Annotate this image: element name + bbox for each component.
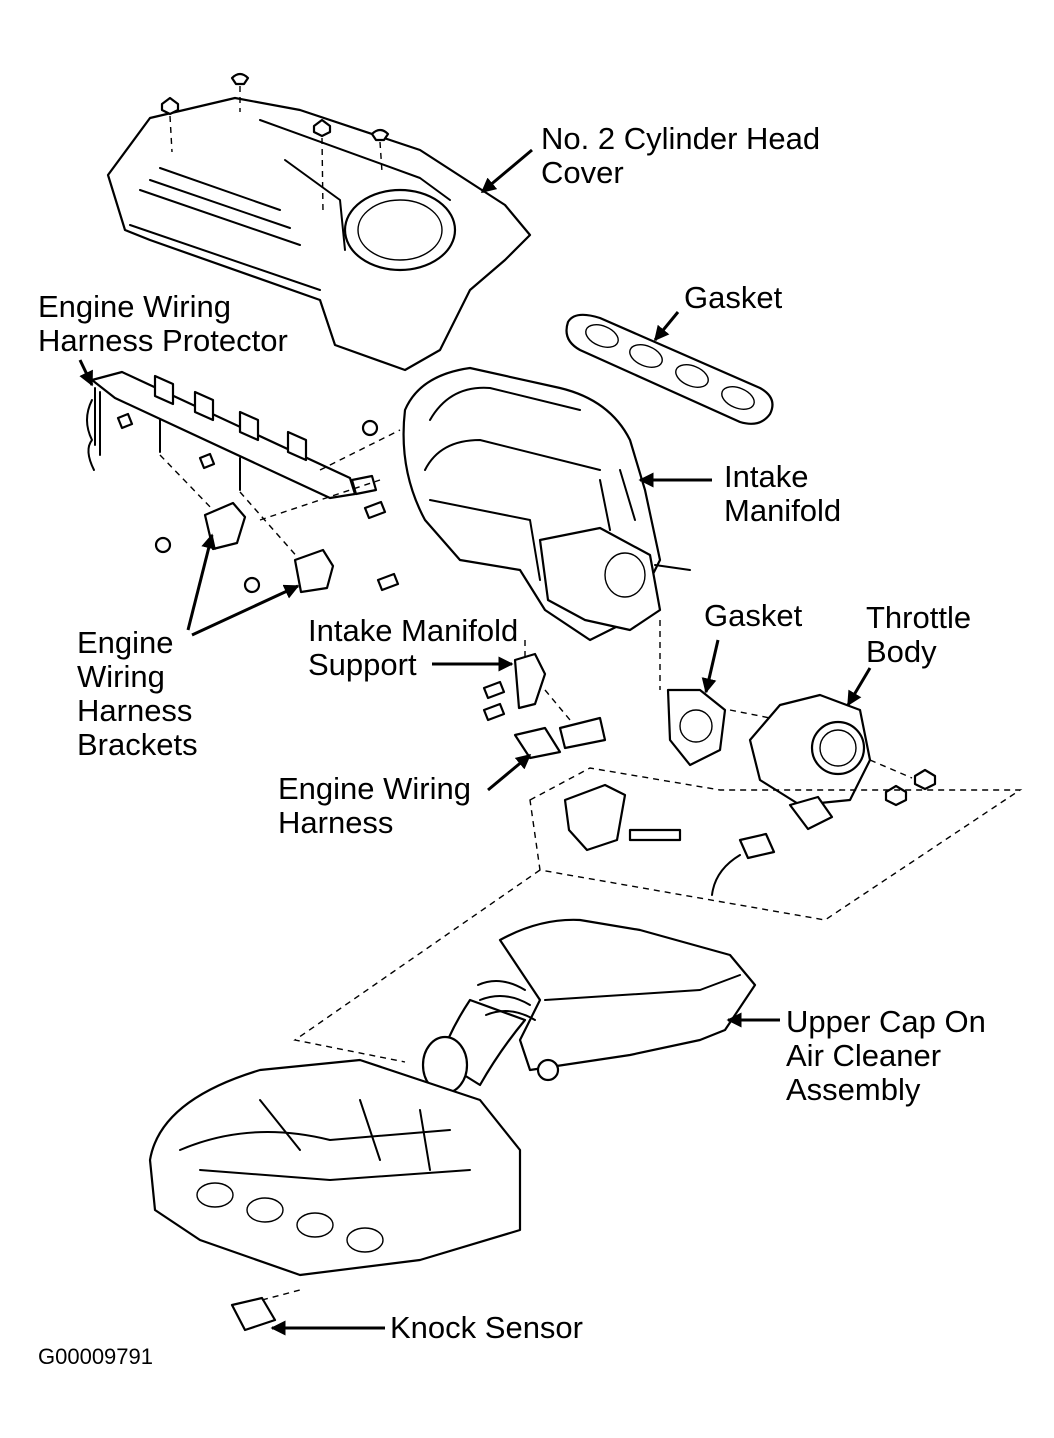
label-knock-sensor: Knock Sensor xyxy=(390,1310,583,1345)
throttle-body-drawing xyxy=(711,693,937,896)
cover-bolts xyxy=(160,72,390,213)
label-gasket-top: Gasket xyxy=(684,280,783,315)
intake-manifold-drawing xyxy=(402,366,691,690)
label-wiring-harness: Engine Wiring Harness xyxy=(278,771,471,840)
callout-arrows xyxy=(78,148,872,1336)
figure-code: G00009791 xyxy=(38,1344,153,1369)
manifold-support-drawing xyxy=(482,640,547,722)
intake-gasket-drawing xyxy=(565,313,774,425)
label-gasket-throttle: Gasket xyxy=(704,598,803,633)
label-intake-manifold: Intake Manifold xyxy=(724,459,842,528)
label-throttle-body: Throttle Body xyxy=(866,600,972,669)
label-manifold-support: Intake Manifold Support xyxy=(308,613,519,682)
label-harness-brackets: Engine Wiring Harness Brackets xyxy=(77,625,198,762)
wiring-harness-connector-drawing xyxy=(513,689,607,760)
label-air-cleaner-cap: Upper Cap On Air Cleaner Assembly xyxy=(786,1004,986,1107)
label-harness-protector: Engine Wiring Harness Protector xyxy=(38,289,288,358)
label-cylinder-head-cover: No. 2 Cylinder Head Cover xyxy=(541,121,821,190)
harness-protector-drawing xyxy=(86,370,378,500)
air-cleaner-cap-drawing xyxy=(293,869,757,1095)
engine-block-drawing xyxy=(148,1058,522,1277)
knock-sensor-drawing xyxy=(230,1289,301,1332)
cylinder-head-cover-drawing xyxy=(106,96,532,372)
throttle-gasket-drawing xyxy=(666,688,781,767)
assembly-outline xyxy=(529,767,1023,921)
